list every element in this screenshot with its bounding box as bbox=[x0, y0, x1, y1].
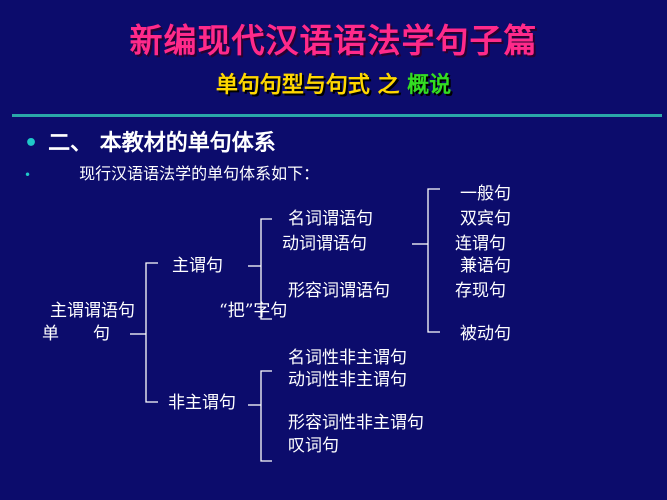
tree-node-beidong: 被动句 bbox=[460, 324, 511, 344]
tree-node-cunxian: 存现句 bbox=[455, 281, 506, 301]
tree-node-xingrongci-weiyu: 形容词谓语句 bbox=[288, 281, 390, 301]
bullet-item-1: • 二、 本教材的单句体系 bbox=[24, 125, 276, 157]
subtitle-accent: 概说 bbox=[407, 73, 452, 98]
tree-node-root: 单 句 bbox=[42, 324, 110, 344]
tree-node-zhuwei-weiyu: 主谓谓语句 bbox=[50, 301, 135, 321]
bullet-1-text: 二、 本教材的单句体系 bbox=[48, 131, 276, 156]
tree-node-fei-zhuwei: 非主谓句 bbox=[168, 393, 236, 413]
tree-node-mingci-weiyu: 名词谓语句 bbox=[288, 209, 373, 229]
bullet-2-text: 现行汉语语法学的单句体系如下： bbox=[79, 164, 320, 183]
tree-node-zhuwei: 主谓句 bbox=[172, 256, 223, 276]
title-divider bbox=[12, 114, 662, 117]
tree-node-yiban: 一般句 bbox=[460, 184, 511, 204]
tree-node-tanci: 叹词句 bbox=[288, 436, 339, 456]
slide-subtitle: 单句句型与句式 之 概说 bbox=[0, 67, 667, 99]
subtitle-main: 单句句型与句式 之 bbox=[215, 73, 400, 98]
tree-node-shuangbin: 双宾句 bbox=[460, 209, 511, 229]
tree-node-jianyu: 兼语句 bbox=[460, 256, 511, 276]
tree-node-mingcixing-fei: 名词性非主谓句 bbox=[288, 348, 407, 368]
bullet-dot-icon: • bbox=[24, 131, 39, 156]
tree-node-ba-ju: “把”字句 bbox=[219, 301, 288, 321]
tree-node-lianwei: 连谓句 bbox=[455, 234, 506, 254]
tree-node-xingrongcixing-fei: 形容词性非主谓句 bbox=[288, 413, 424, 433]
tree-node-dongci-weiyu: 动词谓语句 bbox=[282, 234, 367, 254]
bullet-item-2: • 现行汉语语法学的单句体系如下： bbox=[24, 160, 319, 184]
tree-node-dongcixing-fei: 动词性非主谓句 bbox=[288, 370, 407, 390]
slide-title: 新编现代汉语语法学句子篇 bbox=[129, 21, 538, 60]
bullet-dot-icon: • bbox=[24, 168, 32, 182]
